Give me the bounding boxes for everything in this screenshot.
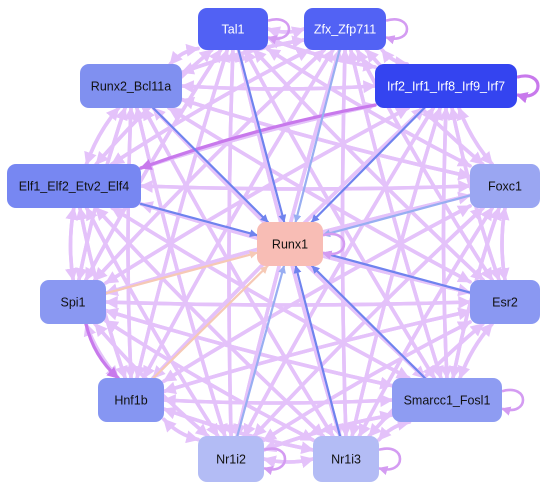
edge-hnf1b-to-foxc1 — [162, 204, 472, 383]
edge-foxc1-to-irf — [456, 106, 494, 166]
self-loop-nr1i2 — [263, 447, 287, 476]
node-spi1[interactable]: Spi1 — [40, 280, 106, 324]
edge-runx2-to-runx1 — [152, 106, 269, 224]
node-esr2-box — [470, 280, 540, 324]
edge-smarcc1-to-elf — [110, 206, 411, 380]
edge-smarcc1-to-runx1 — [311, 264, 426, 380]
edge-foxc1-to-runx2 — [180, 96, 472, 179]
node-smarcc1-box — [392, 378, 502, 422]
edge-irf-to-runx2 — [180, 80, 377, 94]
node-zfx-box — [304, 8, 386, 50]
node-smarcc1[interactable]: Smarcc1_Fosl1 — [392, 378, 502, 422]
edge-esr2-to-runx1 — [321, 250, 472, 294]
node-esr2-label: Esr2 — [492, 296, 518, 310]
edge-layer — [64, 18, 540, 476]
node-tal1-label: Tal1 — [222, 23, 245, 37]
node-elf[interactable]: Elf1_Elf2_Etv2_Elf4 — [7, 164, 141, 208]
node-runx1[interactable]: Runx1 — [257, 222, 323, 266]
edge-hnf1b-to-zfx — [141, 48, 335, 380]
node-foxc1-box — [470, 164, 540, 208]
node-hnf1b-label: Hnf1b — [114, 394, 147, 408]
node-runx1-label: Runx1 — [272, 238, 308, 252]
edge-nr1i3-to-zfx — [338, 48, 352, 438]
edge-hnf1b-to-runx1 — [152, 264, 269, 380]
node-nr1i2-box — [198, 436, 264, 482]
node-foxc1[interactable]: Foxc1 — [470, 164, 540, 208]
self-loop-irf — [515, 74, 540, 104]
node-esr2[interactable]: Esr2 — [470, 280, 540, 324]
edge-nr1i3-to-nr1i2 — [262, 455, 315, 469]
edge-nr1i2-to-irf — [242, 106, 436, 438]
edge-tal1-to-runx1 — [237, 48, 287, 224]
self-loop-smarcc1 — [501, 388, 525, 416]
edge-smarcc1-to-zfx — [347, 48, 443, 380]
node-zfx-label: Zfx_Zfp711 — [314, 23, 376, 37]
node-tal1[interactable]: Tal1 — [198, 8, 268, 50]
node-runx2[interactable]: Runx2_Bcl11a — [80, 64, 182, 108]
edge-smarcc1-to-esr2 — [458, 322, 494, 380]
edge-esr2-to-spi1 — [104, 295, 472, 309]
edge-nr1i3-to-runx1 — [293, 264, 342, 438]
node-hnf1b[interactable]: Hnf1b — [98, 378, 164, 422]
node-irf-label: Irf2_Irf1_Irf8_Irf9_Irf7 — [387, 80, 505, 94]
node-runx2-label: Runx2_Bcl11a — [91, 80, 171, 94]
node-runx1-box — [257, 222, 323, 266]
edge-smarcc1-to-tal1 — [243, 48, 437, 380]
edge-irf-to-zfx — [380, 48, 409, 66]
edge-nr1i2-to-tal1 — [226, 48, 239, 438]
edge-nr1i2-to-elf — [84, 206, 220, 438]
node-irf-box — [375, 64, 517, 108]
self-loop-nr1i3 — [378, 447, 402, 476]
edge-irf-to-elf-strong — [139, 103, 377, 170]
node-nr1i3-label: Nr1i3 — [331, 453, 361, 467]
edge-zfx-to-runx1 — [293, 48, 341, 224]
edge-nr1i2-to-runx2 — [133, 106, 227, 438]
node-spi1-label: Spi1 — [60, 296, 85, 310]
node-tal1-box — [198, 8, 268, 50]
edge-nr1i3-to-spi1 — [104, 319, 315, 442]
node-nr1i3[interactable]: Nr1i3 — [313, 436, 379, 482]
self-loop-runx1 — [322, 232, 346, 260]
edge-esr2-to-foxc1 — [496, 206, 510, 282]
node-nr1i3-box — [313, 436, 379, 482]
node-irf[interactable]: Irf2_Irf1_Irf8_Irf9_Irf7 — [375, 64, 517, 108]
node-hnf1b-box — [98, 378, 164, 422]
edge-nr1i2-to-runx1 — [236, 264, 286, 438]
node-spi1-box — [40, 280, 106, 324]
node-nr1i2-label: Nr1i2 — [216, 453, 246, 467]
edge-elf-to-runx1 — [139, 202, 259, 238]
edge-smarcc1-to-hnf1b — [162, 394, 394, 408]
node-zfx[interactable]: Zfx_Zfp711 — [304, 8, 386, 50]
edge-nr1i3-to-smarcc1 — [377, 417, 412, 442]
edge-nr1i3-to-runx2 — [141, 106, 335, 438]
edge-irf-to-runx1 — [310, 106, 426, 224]
edge-nr1i2-to-hnf1b — [162, 417, 200, 442]
edge-spi1-to-hnf1b-strong — [84, 322, 120, 380]
node-nr1i2[interactable]: Nr1i2 — [198, 436, 264, 482]
edge-spi1-to-runx1 — [104, 250, 259, 295]
edge-runx2-to-tal1 — [168, 43, 200, 66]
edge-zfx-to-tal1 — [266, 26, 306, 39]
self-loop-tal1 — [267, 18, 291, 45]
edge-nr1i3-to-foxc1 — [357, 206, 494, 438]
node-elf-label: Elf1_Elf2_Etv2_Elf4 — [19, 180, 130, 194]
node-runx2-box — [80, 64, 182, 108]
self-loop-zfx — [385, 18, 409, 45]
edge-smarcc1-to-spi1 — [104, 307, 394, 388]
node-elf-box — [7, 164, 141, 208]
edge-spi1-to-elf — [65, 206, 79, 282]
node-smarcc1-label: Smarcc1_Fosl1 — [404, 394, 491, 408]
edge-foxc1-to-runx1 — [321, 194, 472, 238]
edge-elf-to-runx2 — [84, 106, 121, 166]
node-foxc1-label: Foxc1 — [488, 180, 522, 194]
